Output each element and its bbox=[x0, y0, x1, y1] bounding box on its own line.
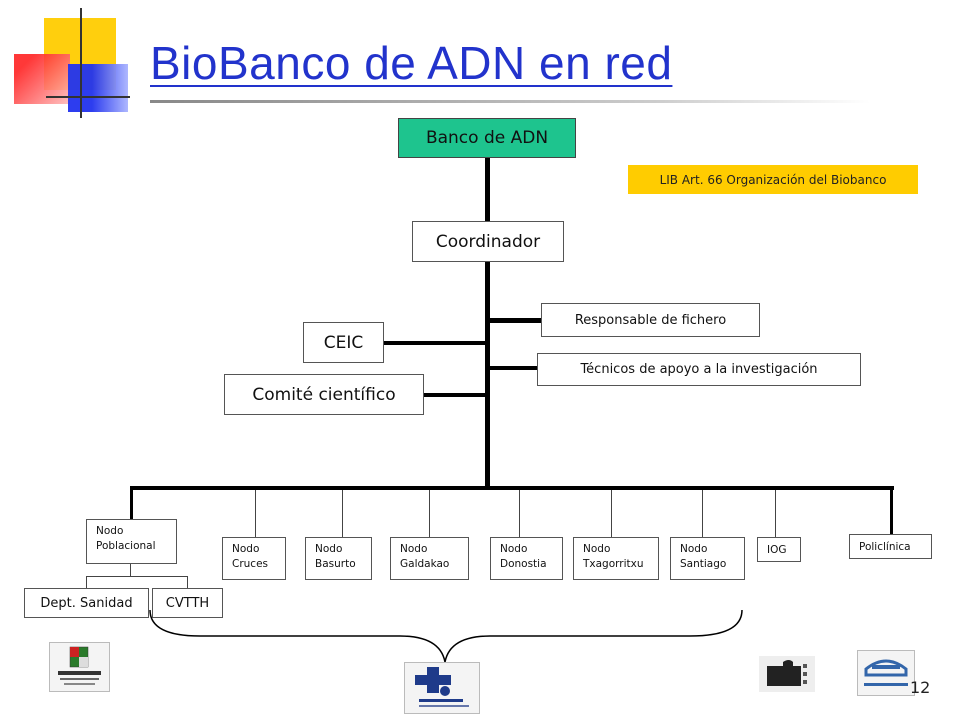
node-santiago-line1: Nodo bbox=[680, 543, 708, 555]
ceic-box: CEIC bbox=[303, 322, 384, 363]
connector-drop-poblacional bbox=[130, 486, 133, 520]
connector-ceic bbox=[384, 341, 487, 345]
scientific-committee-box: Comité científico bbox=[224, 374, 424, 415]
node-donostia-line2: Donostia bbox=[500, 558, 547, 570]
connector-sub-right bbox=[187, 576, 188, 588]
node-poblacional-line2: Poblacional bbox=[96, 540, 156, 552]
connector-drop-santiago bbox=[702, 490, 703, 538]
node-galdakao-line1: Nodo bbox=[400, 543, 428, 555]
node-donostia: Nodo Donostia bbox=[490, 537, 563, 580]
page-number: 12 bbox=[910, 678, 931, 697]
coordinator-box: Coordinador bbox=[412, 221, 564, 262]
policlinica-logo bbox=[857, 650, 915, 696]
connector-drop-iog bbox=[775, 490, 776, 538]
connector-poblacional-down bbox=[130, 564, 131, 576]
connector-sub-bus bbox=[86, 576, 188, 577]
technicians-box: Técnicos de apoyo a la investigación bbox=[537, 353, 861, 386]
node-cruces: Nodo Cruces bbox=[222, 537, 286, 580]
title-underline-fade bbox=[150, 100, 870, 103]
file-manager-box: Responsable de fichero bbox=[541, 303, 760, 337]
connector-sub-left bbox=[86, 576, 87, 588]
deco-vertical-line bbox=[80, 8, 82, 118]
deco-blue-square bbox=[68, 64, 128, 112]
connector-drop-basurto bbox=[342, 490, 343, 538]
node-santiago-line2: Santiago bbox=[680, 558, 727, 570]
connector-trunk bbox=[485, 157, 490, 489]
node-txagorritxu-line2: Txagorritxu bbox=[583, 558, 644, 570]
node-santiago: Nodo Santiago bbox=[670, 537, 745, 580]
deco-horizontal-line bbox=[46, 96, 130, 98]
group-brace bbox=[149, 609, 743, 663]
node-poblacional-line1: Nodo bbox=[96, 525, 124, 537]
node-basurto: Nodo Basurto bbox=[305, 537, 372, 580]
page-title: BioBanco de ADN en red bbox=[150, 37, 673, 89]
basque-government-logo bbox=[49, 642, 110, 692]
node-txagorritxu: Nodo Txagorritxu bbox=[573, 537, 659, 580]
connector-drop-cruces bbox=[255, 490, 256, 538]
node-basurto-line1: Nodo bbox=[315, 543, 343, 555]
connector-technicians bbox=[487, 366, 537, 370]
puzzle-logo bbox=[759, 656, 815, 692]
connector-drop-galdakao bbox=[429, 490, 430, 538]
node-iog: IOG bbox=[757, 537, 801, 562]
node-cruces-line1: Nodo bbox=[232, 543, 260, 555]
connector-drop-txagorritxu bbox=[611, 490, 612, 538]
deco-red-square bbox=[14, 54, 70, 104]
connector-node-bus bbox=[130, 486, 894, 490]
node-donostia-line1: Nodo bbox=[500, 543, 528, 555]
node-txagorritxu-line1: Nodo bbox=[583, 543, 611, 555]
corner-decoration bbox=[10, 8, 130, 118]
connector-drop-donostia bbox=[519, 490, 520, 538]
node-policlinica: Policlínica bbox=[849, 534, 932, 559]
osakidetza-logo bbox=[404, 662, 480, 714]
node-galdakao: Nodo Galdakao bbox=[390, 537, 469, 580]
connector-drop-policlinica bbox=[890, 486, 893, 536]
node-basurto-line2: Basurto bbox=[315, 558, 356, 570]
node-poblacional: Nodo Poblacional bbox=[86, 519, 177, 564]
connector-committee bbox=[424, 393, 487, 397]
node-cruces-line2: Cruces bbox=[232, 558, 269, 570]
connector-file-manager bbox=[487, 318, 541, 323]
bank-box: Banco de ADN bbox=[398, 118, 576, 158]
node-galdakao-line2: Galdakao bbox=[400, 558, 450, 570]
sub-node-cvtth: CVTTH bbox=[152, 588, 223, 618]
sub-node-dept-sanidad: Dept. Sanidad bbox=[24, 588, 149, 618]
legal-note-badge: LIB Art. 66 Organización del Biobanco bbox=[628, 165, 918, 194]
